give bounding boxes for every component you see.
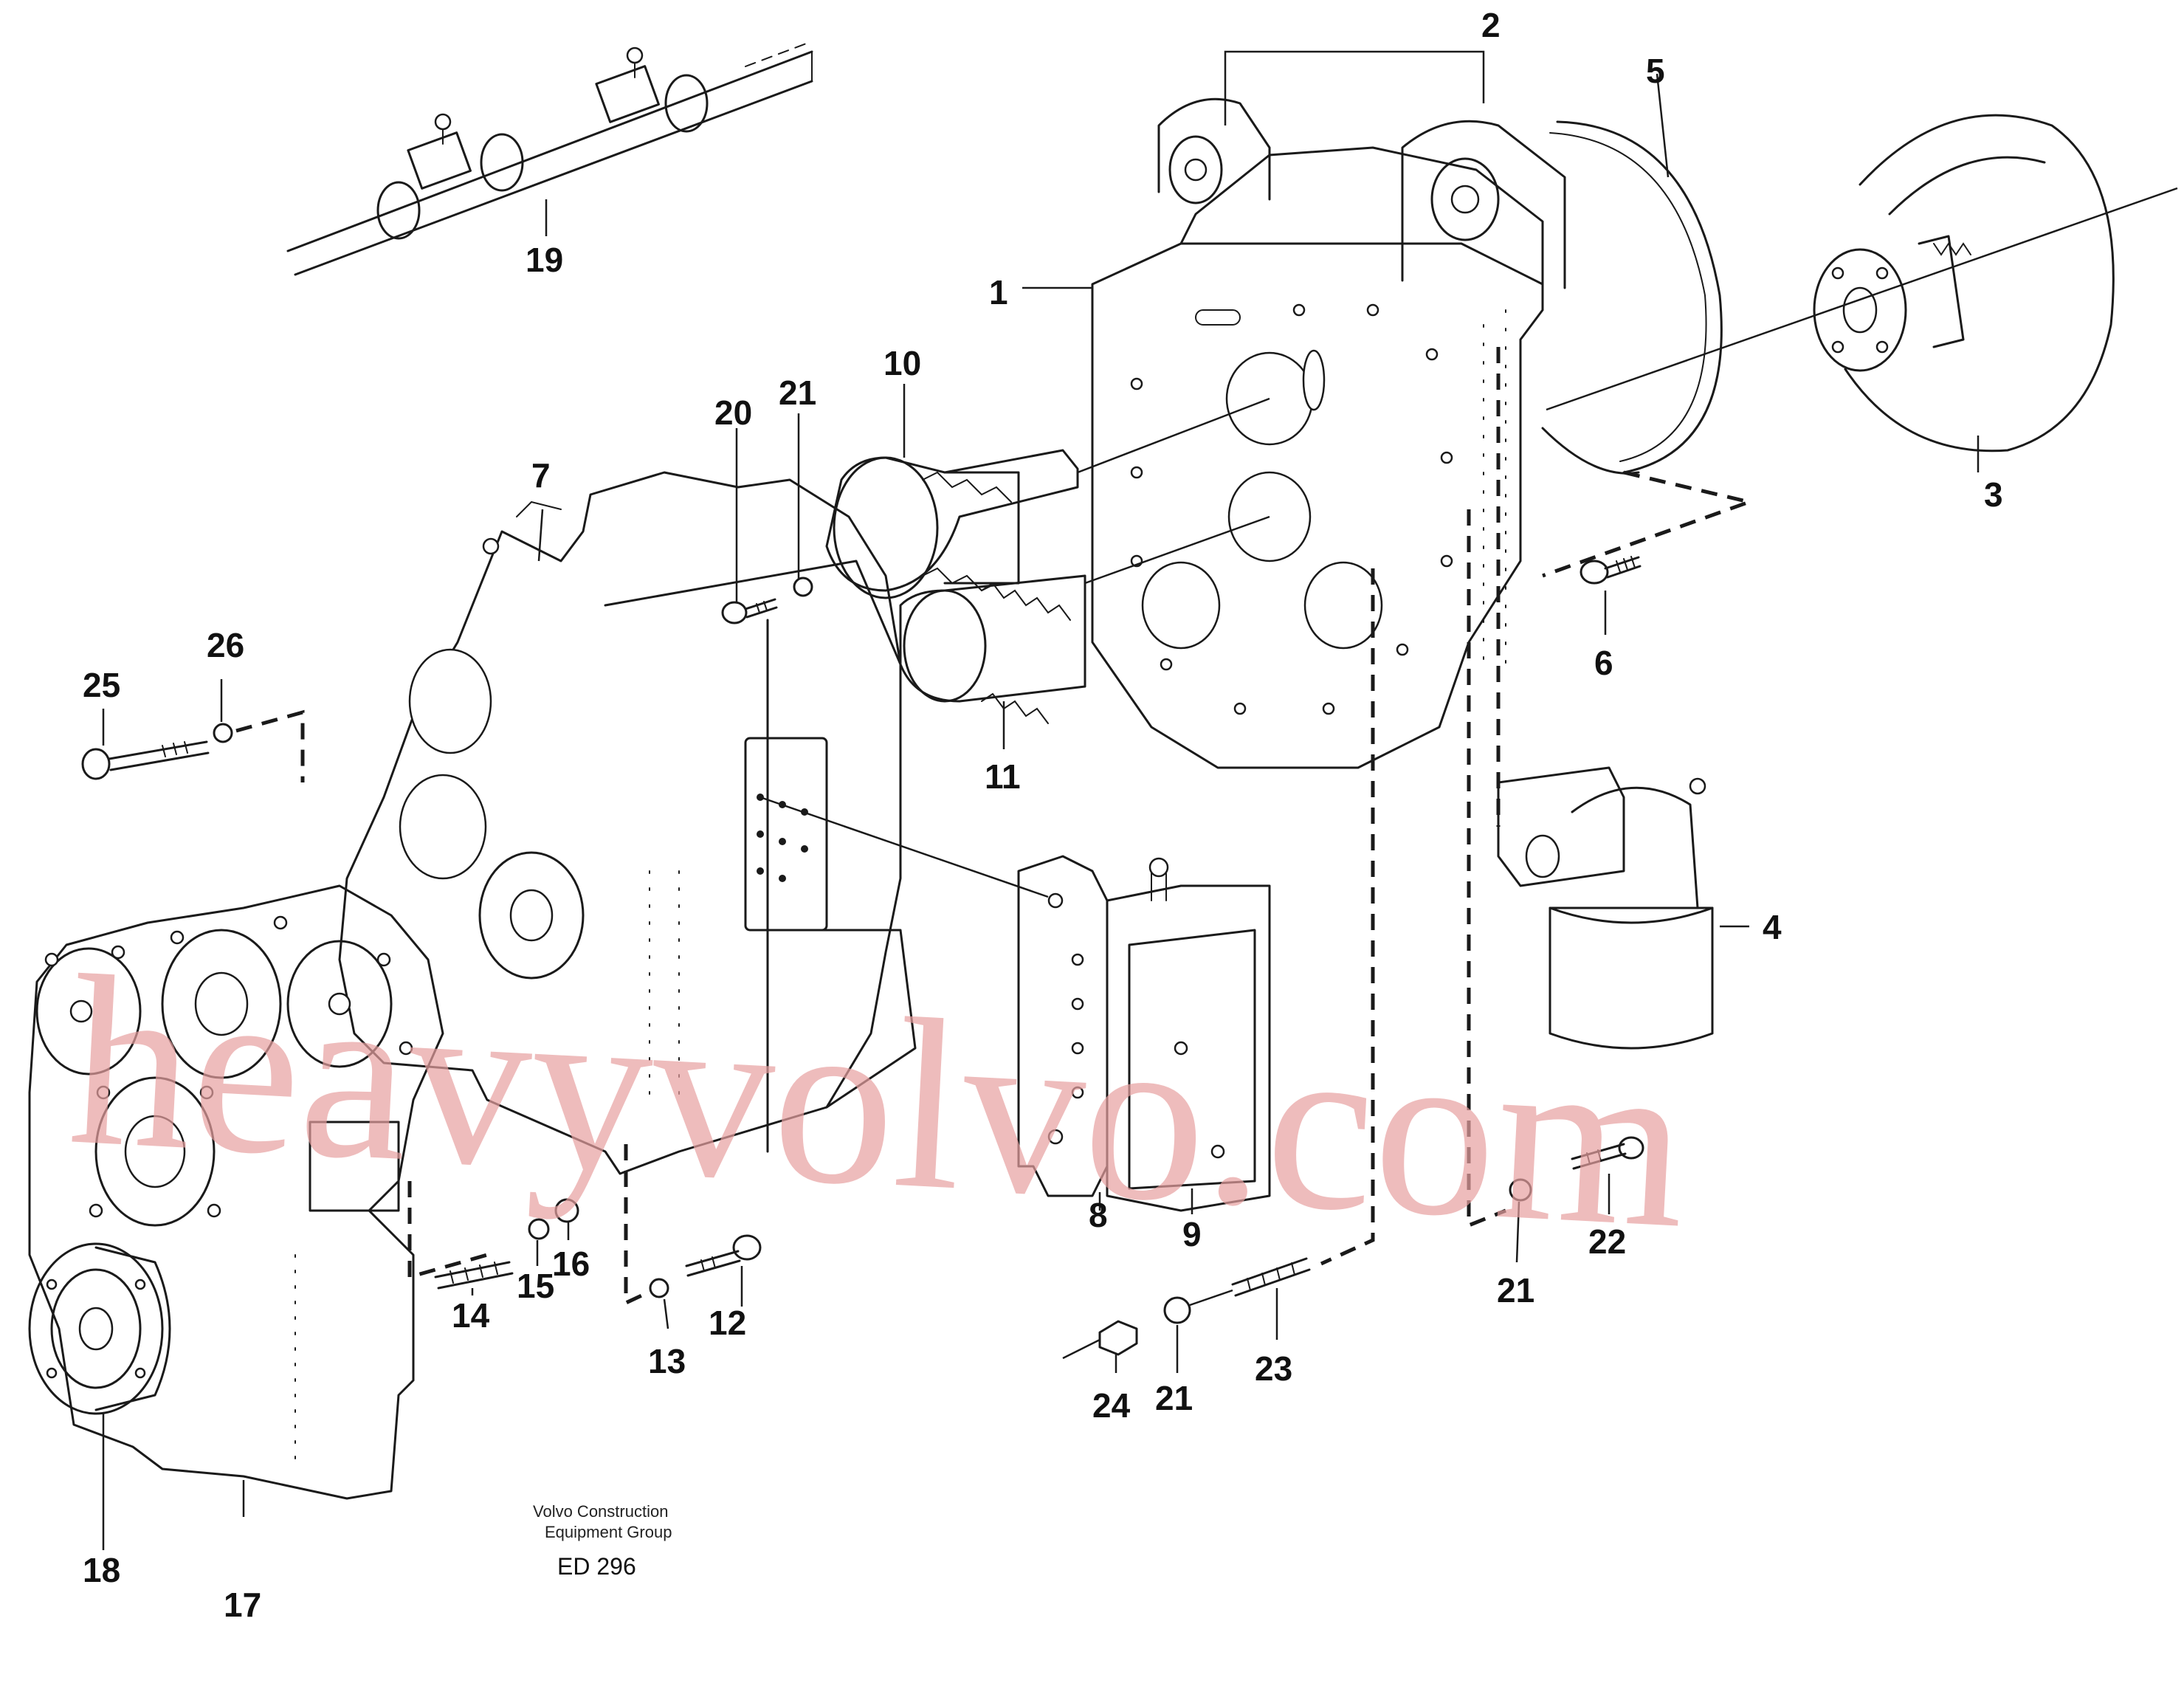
label-18: 18	[83, 1551, 120, 1589]
bolt-6	[1580, 556, 1642, 585]
label-5: 5	[1646, 52, 1665, 90]
washer-21-top	[793, 577, 813, 597]
label-23: 23	[1255, 1349, 1292, 1388]
label-10: 10	[883, 344, 921, 382]
washer-26	[213, 723, 233, 743]
label-3: 3	[1984, 475, 2003, 514]
gear-shaft-11	[899, 574, 1086, 724]
label-11: 11	[985, 757, 1021, 796]
caption-code: ED 296	[557, 1553, 636, 1580]
bolt-12	[685, 1234, 762, 1277]
label-21-right: 21	[1497, 1271, 1534, 1310]
label-25: 25	[83, 666, 120, 704]
gasket-5	[1541, 120, 1723, 475]
valve-plate-8	[1017, 855, 1109, 1197]
part-labels: 1 2 3 4 5 6 7 8 9 10 11 12 13 14 15 16 1…	[83, 6, 2003, 1624]
label-6: 6	[1594, 644, 1613, 682]
bolt-22	[1571, 1136, 1644, 1170]
label-1: 1	[989, 273, 1008, 312]
axis-line-11	[1084, 515, 1270, 585]
label-9: 9	[1182, 1215, 1202, 1253]
nut-16	[554, 1198, 579, 1223]
lead-valve	[759, 796, 1049, 898]
label-7: 7	[531, 456, 551, 495]
label-26: 26	[207, 626, 244, 664]
dash-14	[407, 1181, 488, 1280]
transmission-housing-7	[338, 471, 917, 1175]
leader-lines	[102, 50, 1980, 1550]
caption-line1: Volvo Construction	[533, 1502, 668, 1521]
solenoid-valve-9	[1106, 857, 1271, 1212]
label-21-lower: 21	[1155, 1379, 1193, 1417]
washer-13	[649, 1278, 669, 1298]
bolt-20	[721, 598, 778, 624]
label-20: 20	[714, 393, 752, 432]
label-2: 2	[1481, 6, 1501, 44]
washer-15	[528, 1218, 550, 1240]
watermark-text: heavyvolvo.com	[64, 926, 1692, 1279]
label-12: 12	[709, 1304, 746, 1342]
label-8: 8	[1089, 1196, 1108, 1234]
diagram-caption: Volvo Construction Equipment Group ED 29…	[533, 1502, 672, 1580]
dash-23	[1320, 568, 1375, 1266]
label-13: 13	[648, 1342, 686, 1380]
caption-line2: Equipment Group	[545, 1523, 672, 1541]
axis-line-3	[1546, 187, 2178, 411]
axis-line-10	[1077, 397, 1270, 474]
label-17: 17	[224, 1586, 261, 1624]
label-21-top: 21	[779, 374, 816, 412]
bolt-25	[81, 740, 210, 780]
label-14: 14	[452, 1296, 490, 1335]
washer-21-right	[1509, 1178, 1532, 1202]
nut-24	[1098, 1320, 1138, 1356]
stud-23	[1231, 1257, 1311, 1297]
gear-shaft-10	[825, 449, 1079, 599]
stud-14	[434, 1261, 514, 1290]
dash-26	[235, 709, 305, 782]
label-16: 16	[552, 1245, 590, 1283]
output-flange-18	[28, 1242, 171, 1415]
oil-filter-4	[1497, 766, 1714, 1050]
dash-6	[1542, 470, 1756, 578]
label-4: 4	[1763, 908, 1782, 946]
pipe-assembly-19	[286, 42, 813, 276]
front-housing-1	[1091, 97, 1566, 769]
axis-line-23	[1062, 1289, 1233, 1360]
torque-converter-3	[1813, 114, 2115, 452]
label-24: 24	[1092, 1386, 1131, 1425]
label-19: 19	[526, 241, 563, 279]
label-22: 22	[1588, 1222, 1626, 1261]
label-15: 15	[517, 1267, 554, 1305]
washer-21-lower	[1163, 1296, 1191, 1324]
